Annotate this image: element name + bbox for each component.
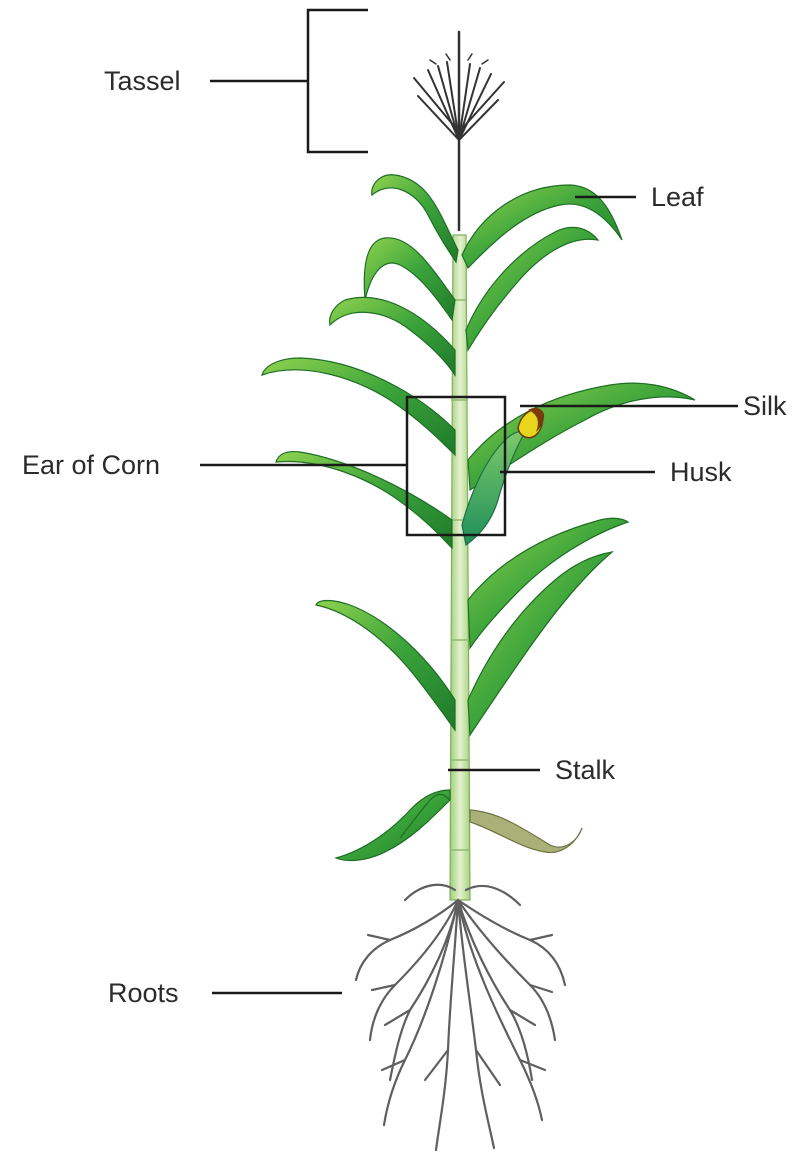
leaf-mid-left (262, 358, 455, 455)
leaf-dead (470, 810, 582, 853)
label-stalk: Stalk (555, 757, 615, 784)
label-tassel: Tassel (104, 68, 181, 95)
label-ear-of-corn: Ear of Corn (22, 452, 160, 479)
leaf-bottom-left (336, 790, 450, 860)
tassel-bracket (308, 10, 368, 152)
label-husk: Husk (670, 459, 732, 486)
leaf-upper-left-2 (330, 297, 455, 375)
leaf-lower-right (468, 518, 628, 648)
label-roots: Roots (108, 980, 179, 1007)
roots (356, 885, 565, 1150)
leaf-lower-left (316, 600, 455, 730)
label-silk: Silk (743, 393, 787, 420)
label-leaf: Leaf (651, 184, 704, 211)
